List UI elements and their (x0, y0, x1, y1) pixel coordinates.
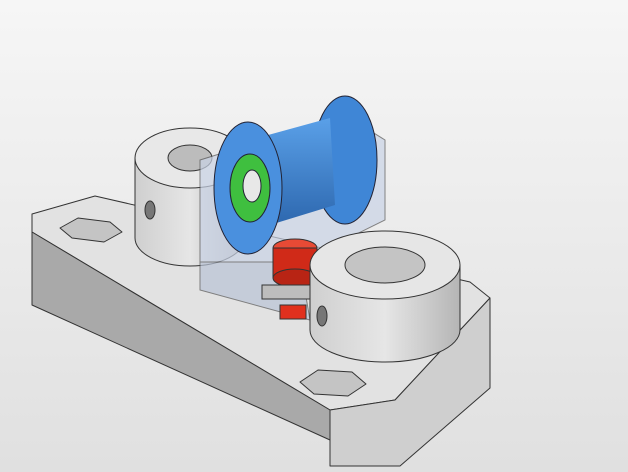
hex-pocket-left-icon (59, 217, 123, 243)
set-screw-hole-left (144, 200, 156, 220)
hex-pocket-front-icon (299, 369, 367, 397)
red-spring[interactable] (261, 238, 318, 320)
base-plate-right-face (329, 297, 491, 467)
set-screw-hole-right (316, 305, 328, 327)
right-boss[interactable] (309, 230, 461, 363)
blue-spool[interactable] (213, 95, 378, 255)
